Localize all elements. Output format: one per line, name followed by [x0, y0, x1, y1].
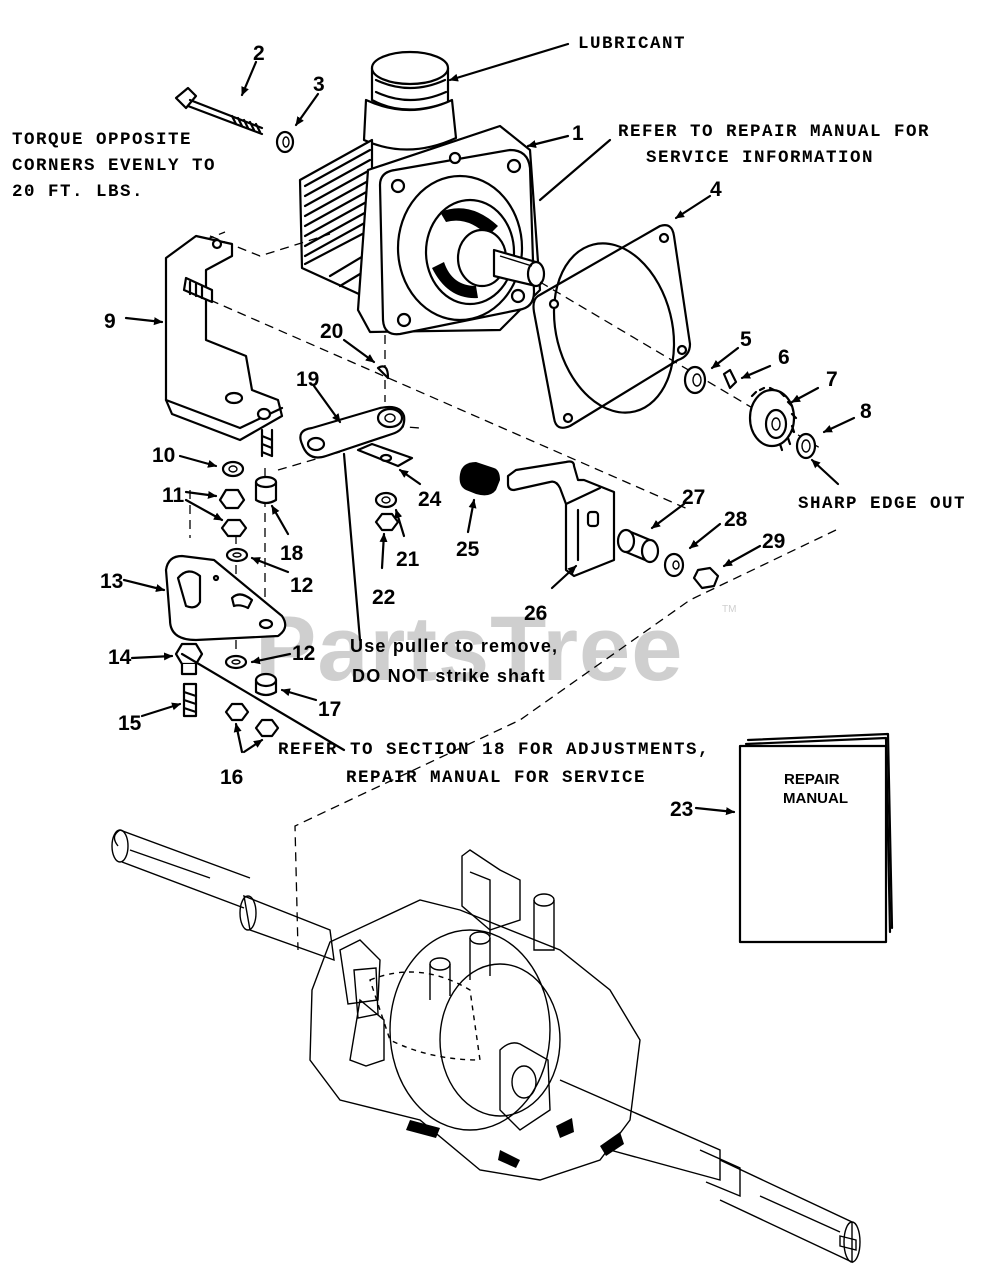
callout-20: 20 — [320, 320, 343, 343]
gear-7 — [748, 386, 798, 452]
plate-13 — [164, 554, 287, 642]
ring-8 — [795, 432, 817, 460]
note-lubricant: LUBRICANT — [578, 34, 686, 54]
callout-11: 11 — [162, 484, 185, 507]
callout-3: 3 — [313, 73, 325, 96]
note-sharp-edge: SHARP EDGE OUT — [798, 494, 966, 514]
callout-18: 18 — [280, 542, 304, 565]
note-torque-line1: TORQUE OPPOSITE — [12, 130, 192, 150]
bracket-9 — [164, 234, 284, 458]
washer-3 — [275, 130, 295, 154]
lever-26 — [506, 460, 616, 578]
callout-29: 29 — [762, 530, 785, 553]
callout-17: 17 — [318, 698, 341, 721]
washer-28 — [663, 552, 685, 578]
callout-numbers: 2 3 1 4 9 20 19 5 6 7 8 10 11 24 27 28 2… — [100, 42, 872, 821]
callout-16: 16 — [220, 766, 243, 789]
manual-title-line2: MANUAL — [783, 790, 848, 807]
note-section18-line2: REPAIR MANUAL FOR SERVICE — [346, 768, 646, 788]
washer-21 — [374, 491, 398, 509]
callout-21: 21 — [396, 548, 420, 571]
manual-title-line1: REPAIR — [784, 771, 840, 788]
key-6 — [722, 368, 738, 390]
callout-4: 4 — [710, 178, 722, 201]
watermark: PartsTree — [255, 598, 683, 700]
washer-12b — [224, 654, 248, 670]
nut-11a — [218, 488, 246, 510]
bolt-2 — [174, 86, 264, 136]
callout-13: 13 — [100, 570, 123, 593]
callout-7: 7 — [826, 368, 838, 391]
leader-lines — [122, 42, 856, 816]
callout-19: 19 — [296, 368, 319, 391]
callout-1: 1 — [572, 122, 584, 145]
callout-6: 6 — [778, 346, 790, 369]
note-torque-line3: 20 FT. LBS. — [12, 182, 144, 202]
gasket — [532, 224, 692, 429]
callout-15: 15 — [118, 712, 142, 735]
bolt-15 — [182, 682, 198, 718]
callout-24: 24 — [418, 488, 442, 511]
note-torque-line2: CORNERS EVENLY TO — [12, 156, 216, 176]
washer-12a — [225, 547, 249, 563]
callout-23: 23 — [670, 798, 693, 821]
nut-16b — [254, 718, 280, 738]
nut-14 — [174, 642, 204, 666]
transaxle-phantom — [111, 829, 861, 1264]
note-puller-line2: DO NOT strike shaft — [352, 666, 546, 686]
bearing-5 — [683, 365, 707, 395]
callout-22: 22 — [372, 586, 395, 609]
spacer-27 — [616, 528, 660, 564]
note-section18-line1: REFER TO SECTION 18 FOR ADJUSTMENTS, — [278, 740, 710, 760]
callout-5: 5 — [740, 328, 752, 351]
nut-22 — [374, 512, 400, 532]
callout-12-upper: 12 — [290, 574, 313, 597]
callout-25: 25 — [456, 538, 480, 561]
callout-27: 27 — [682, 486, 705, 509]
lever-19 — [299, 405, 406, 459]
watermark-tm: TM — [722, 604, 736, 615]
note-refer-repair-line2: SERVICE INFORMATION — [646, 148, 874, 168]
callout-14: 14 — [108, 646, 132, 669]
repair-manual — [738, 732, 894, 944]
gear-case-assembly — [298, 50, 546, 336]
callout-28: 28 — [724, 508, 748, 531]
note-refer-repair-line1: REFER TO REPAIR MANUAL FOR — [618, 122, 930, 142]
callout-9: 9 — [104, 310, 116, 333]
callout-26: 26 — [524, 602, 547, 625]
nut-29 — [692, 566, 720, 590]
callout-12-lower: 12 — [292, 642, 315, 665]
callout-10: 10 — [152, 444, 175, 467]
nut-10 — [221, 460, 245, 478]
nut-11b — [220, 518, 248, 538]
callout-8: 8 — [860, 400, 872, 423]
note-puller-line1: Use puller to remove, — [350, 636, 558, 656]
nut-16a — [224, 702, 250, 722]
cap-25 — [459, 462, 500, 496]
key-20 — [376, 365, 390, 380]
callout-2: 2 — [253, 42, 265, 65]
